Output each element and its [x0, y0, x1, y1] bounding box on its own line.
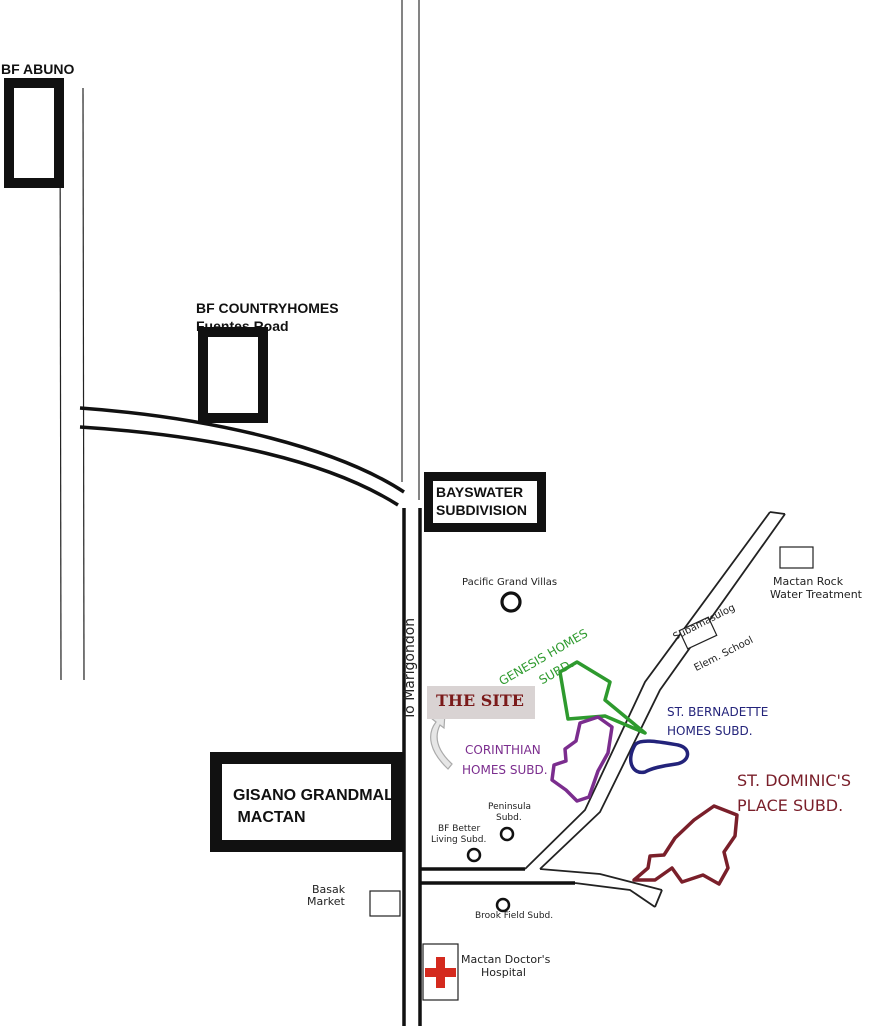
hospital-cross-icon	[425, 957, 456, 988]
diagonal-road-end	[769, 511, 786, 515]
pacific-grand-villas-marker	[500, 591, 522, 613]
st-dominic-label-line1: ST. DOMINIC'S	[737, 771, 852, 790]
bf-better-living-marker	[466, 847, 482, 863]
to-marigondon-label: To Marigondon	[402, 617, 418, 720]
bf-better-label-line2: Living Subd.	[431, 835, 487, 845]
peninsula-label-line1: Peninsula	[488, 802, 531, 812]
corinthian-label-line2: HOMES SUBD.	[462, 763, 548, 777]
the-site-label: THE SITE	[436, 691, 524, 710]
subamasulog-school-marker	[678, 616, 718, 650]
corinthian-homes-outline	[550, 715, 614, 803]
site-highlight	[427, 686, 535, 719]
st-bernadette-outline	[629, 739, 690, 775]
left-road-edge-west	[59, 94, 62, 681]
bayswater-label-line1: BAYSWATER	[436, 484, 524, 500]
genesis-homes-outline	[558, 660, 647, 735]
dominic-road-end	[654, 889, 663, 908]
gisano-label-line1: GISANO GRANDMALL	[233, 787, 403, 804]
peninsula-label-line2: Subd.	[496, 813, 522, 823]
bf-abuno-label: BF ABUNO	[1, 61, 75, 77]
mactan-rock-marker	[779, 546, 814, 569]
bf-countryhomes-box	[198, 327, 268, 423]
fuentes-road-north-edge	[79, 406, 405, 494]
mactan-doctors-label-line1: Mactan Doctor's	[461, 953, 551, 966]
st-dominic-label-line2: PLACE SUBD.	[737, 796, 844, 815]
brook-field-label: Brook Field Subd.	[475, 911, 554, 921]
mactan-doctors-label-line2: Hospital	[481, 966, 526, 979]
mactan-rock-label-line1: Mactan Rock	[773, 575, 844, 588]
basak-label-line2: Market	[307, 895, 345, 908]
diagonal-road-east-edge	[539, 513, 786, 870]
curved-arrow-icon	[429, 712, 453, 770]
dominic-road-south-edge	[574, 882, 656, 908]
brook-field-marker	[495, 897, 511, 913]
fuentes-road-label: Fuentes Road	[196, 318, 289, 334]
basak-market-marker	[369, 890, 401, 917]
dominic-road-north-edge	[539, 868, 663, 891]
bf-countryhomes-label: BF COUNTRYHOMES	[196, 300, 339, 316]
basak-label-line1: Basak	[312, 883, 346, 896]
st-dominic-outline	[632, 804, 739, 886]
corinthian-label-line1: CORINTHIAN	[465, 743, 541, 757]
gisano-label-line2: MACTAN	[233, 809, 306, 826]
st-bernadette-label-line2: HOMES SUBD.	[667, 724, 753, 738]
bf-better-label-line1: BF Better	[438, 824, 481, 834]
bf-abuno-box	[4, 78, 64, 188]
bayswater-label-line2: SUBDIVISION	[436, 502, 528, 518]
bayswater-box: BAYSWATER SUBDIVISION	[424, 472, 546, 532]
mactan-rock-label-line2: Water Treatment	[770, 588, 862, 601]
diagonal-road-west-edge	[524, 511, 771, 870]
st-bernadette-label-line1: ST. BERNADETTE	[667, 705, 769, 719]
fuentes-road-south-edge	[79, 425, 399, 507]
gisano-grandmall-box: GISANO GRANDMALL MACTAN	[210, 752, 403, 852]
left-road-edge-east	[82, 87, 85, 681]
pacific-grand-villas-label: Pacific Grand Villas	[462, 577, 558, 588]
peninsula-marker	[499, 826, 515, 842]
